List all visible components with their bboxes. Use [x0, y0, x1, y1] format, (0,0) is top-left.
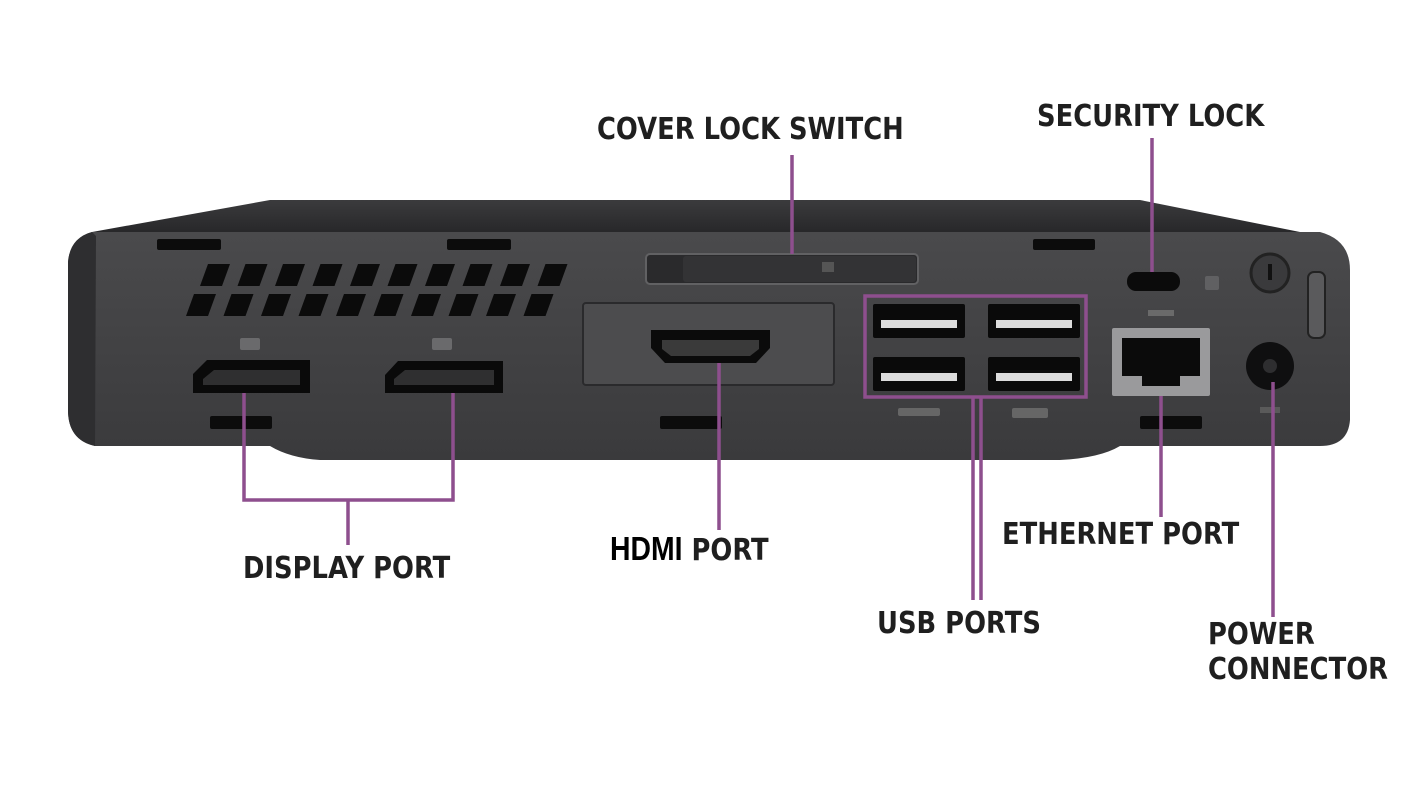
- notch: [1033, 239, 1095, 250]
- security-lock: [1127, 272, 1219, 291]
- display-port-2-inner: [394, 370, 494, 385]
- cover-lock-slider[interactable]: [683, 256, 916, 282]
- vent-slot: [523, 294, 554, 316]
- vent-slot: [298, 294, 329, 316]
- callout-lines: [242, 138, 1275, 617]
- dc-symbol-icon: [1260, 407, 1280, 413]
- display-port-label: DISPLAY PORT: [243, 551, 451, 586]
- vent-slot: [261, 294, 291, 316]
- usb-port-group: [873, 304, 1080, 418]
- vent-slot: [312, 264, 343, 286]
- side-latch: [1307, 271, 1326, 339]
- padlock-icon: [1205, 276, 1219, 290]
- display-port-icon: [240, 338, 452, 350]
- display-ports: [193, 338, 503, 429]
- display-port-1-inner: [203, 370, 300, 385]
- vent-slot: [223, 294, 254, 316]
- vent-grille: [186, 264, 568, 316]
- usb-ports-label: USB PORTS: [877, 606, 1041, 641]
- vent-slot: [373, 294, 404, 316]
- usb-tongues: [881, 320, 1072, 381]
- vent-slot: [200, 264, 230, 286]
- vent-slot: [411, 294, 441, 316]
- vent-slot: [336, 294, 366, 316]
- vent-slot: [425, 264, 455, 286]
- power-button-mark: [1268, 264, 1272, 280]
- vent-slot: [387, 264, 418, 286]
- hdmi-label-bold: HDMI: [610, 530, 683, 567]
- vent-slot: [462, 264, 493, 286]
- notch: [210, 416, 272, 429]
- vent-slot: [537, 264, 568, 286]
- power-label-line2: CONNECTOR: [1208, 651, 1389, 687]
- ethernet-port-opening: [1122, 338, 1200, 386]
- hdmi-label-rest: PORT: [682, 533, 769, 568]
- ethernet-port-label: ETHERNET PORT: [1002, 517, 1240, 552]
- usb-bracket: [863, 294, 1088, 399]
- cover-lock-switch[interactable]: [645, 253, 919, 285]
- ethernet-port-assembly: [1112, 310, 1210, 429]
- power-label-line1: POWER: [1208, 617, 1315, 652]
- top-notches: [157, 239, 1095, 250]
- hdmi-port-inner: [662, 340, 759, 356]
- vent-slot: [186, 294, 216, 316]
- security-lock-label: SECURITY LOCK: [1037, 99, 1265, 134]
- notch: [157, 239, 221, 250]
- vent-slot: [237, 264, 268, 286]
- cover-lock-switch-label: COVER LOCK SWITCH: [597, 112, 904, 147]
- lock-symbol-icon: [822, 262, 834, 272]
- usb-symbol-icon: [898, 408, 1048, 418]
- notch: [1140, 416, 1202, 429]
- vent-slot: [486, 294, 516, 316]
- vent-slot: [500, 264, 530, 286]
- hdmi-port-label: HDMI PORT: [610, 530, 769, 569]
- security-lock-slot[interactable]: [1127, 272, 1180, 291]
- vent-slot: [448, 294, 479, 316]
- power-connector-pin: [1263, 359, 1277, 373]
- notch: [660, 416, 722, 429]
- chassis-top-surface: [92, 200, 1330, 238]
- hdmi-module: [582, 302, 835, 429]
- vent-slot: [350, 264, 380, 286]
- network-icon: [1148, 310, 1174, 316]
- chassis-left-edge: [68, 232, 96, 446]
- power-area: [1246, 252, 1326, 413]
- vent-slot: [275, 264, 305, 286]
- notch: [447, 239, 511, 250]
